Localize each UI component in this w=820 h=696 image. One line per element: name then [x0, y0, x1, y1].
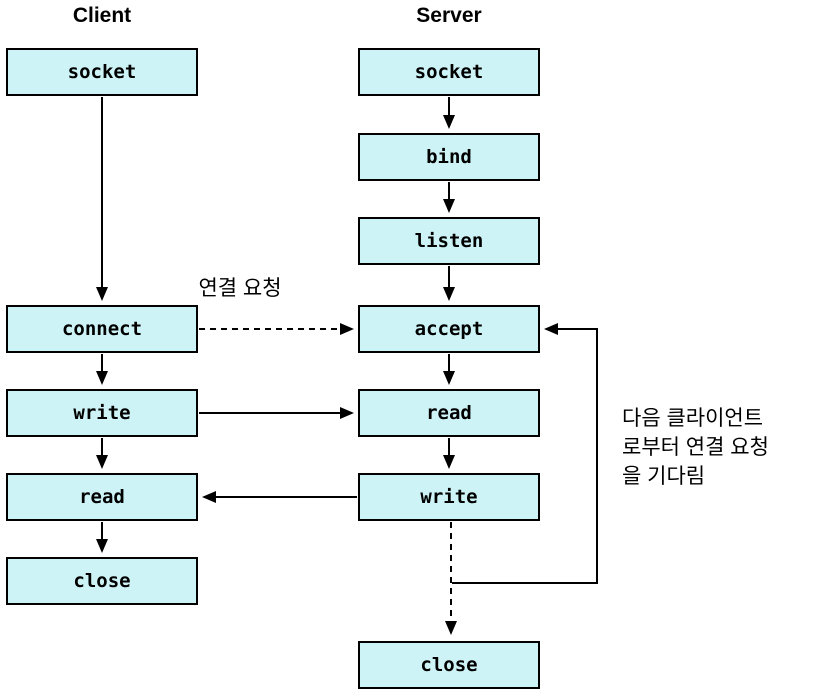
node-server-accept: accept [358, 305, 540, 353]
node-client-read: read [6, 473, 198, 521]
node-server-bind: bind [358, 133, 540, 181]
label-wait-next-client: 다음 클라이언트 로부터 연결 요청 을 기다림 [622, 407, 769, 488]
node-client-close: close [6, 557, 198, 605]
server-column-title: Server [416, 4, 482, 27]
arrow-loop-back-to-accept [452, 323, 598, 584]
client-column-title: Client [72, 4, 132, 27]
node-server-listen: listen [358, 217, 540, 265]
node-server-write: write [358, 473, 540, 521]
node-client-connect: connect [6, 305, 198, 353]
node-server-read: read [358, 389, 540, 437]
label-connection-request: 연결 요청 [198, 277, 282, 300]
node-client-write: write [6, 389, 198, 437]
node-server-close: close [358, 641, 540, 689]
node-client-socket: socket [6, 48, 198, 96]
node-server-socket: socket [358, 48, 540, 96]
